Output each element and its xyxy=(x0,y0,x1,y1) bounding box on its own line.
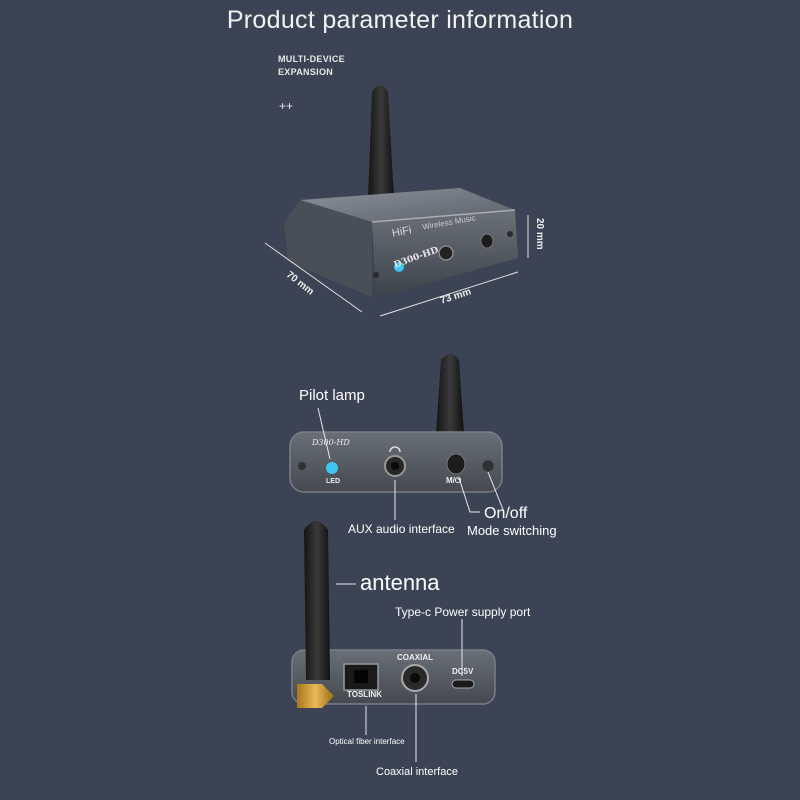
mode-label: M/⏻ xyxy=(446,476,462,485)
optical-callout: Optical fiber interface xyxy=(329,737,405,746)
toslink-label: TOSLINK xyxy=(347,690,382,699)
mode-button xyxy=(480,233,494,249)
model-label-front: D300-HD xyxy=(312,438,350,447)
mode-switching-callout: Mode switching xyxy=(467,523,557,538)
antenna-callout: antenna xyxy=(360,570,440,595)
headphone-jack xyxy=(438,245,454,261)
page-title: Product parameter information xyxy=(226,6,574,34)
badge-line-1: MULTI-DEVICE xyxy=(278,54,345,64)
typec-callout: Type-c Power supply port xyxy=(395,605,531,619)
dimension-lines xyxy=(264,215,529,317)
badge-mark: ++ xyxy=(279,99,294,113)
coaxial-label: COAXIAL xyxy=(397,653,433,662)
aux-callout: AUX audio interface xyxy=(348,522,455,536)
pilot-lamp-callout: Pilot lamp xyxy=(299,387,365,404)
led-indicator xyxy=(394,262,404,272)
badge-line-2: EXPANSION xyxy=(278,67,334,77)
height-dimension: 20 mm xyxy=(534,218,545,250)
coaxial-interface-callout: Coaxial interface xyxy=(376,766,458,778)
antenna-top xyxy=(368,85,394,200)
dc-label: DC5V xyxy=(452,667,474,676)
led-label: LED xyxy=(326,478,340,485)
onoff-callout: On/off xyxy=(484,505,528,522)
expansion-badge: MULTI-DEVICE EXPANSION xyxy=(278,53,345,79)
device-perspective xyxy=(284,188,518,298)
